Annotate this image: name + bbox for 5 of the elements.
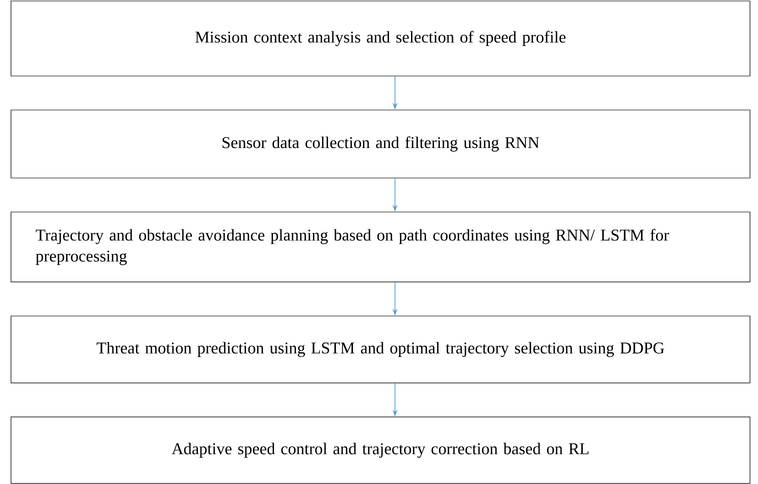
process-box: Threat motion prediction using LSTM and optimal trajectory selection using DDPG: [10, 316, 750, 384]
process-box: Adaptive speed control and trajectory correction based on RL: [10, 416, 750, 484]
process-box: Sensor data collection and filtering using RNN: [10, 110, 750, 178]
process-box: Mission context analysis and selection of speed profile: [10, 0, 750, 76]
process-box: Trajectory and obstacle avoidance planning based on path coordinates using RNN/ LSTM for preprocessing: [10, 212, 750, 282]
